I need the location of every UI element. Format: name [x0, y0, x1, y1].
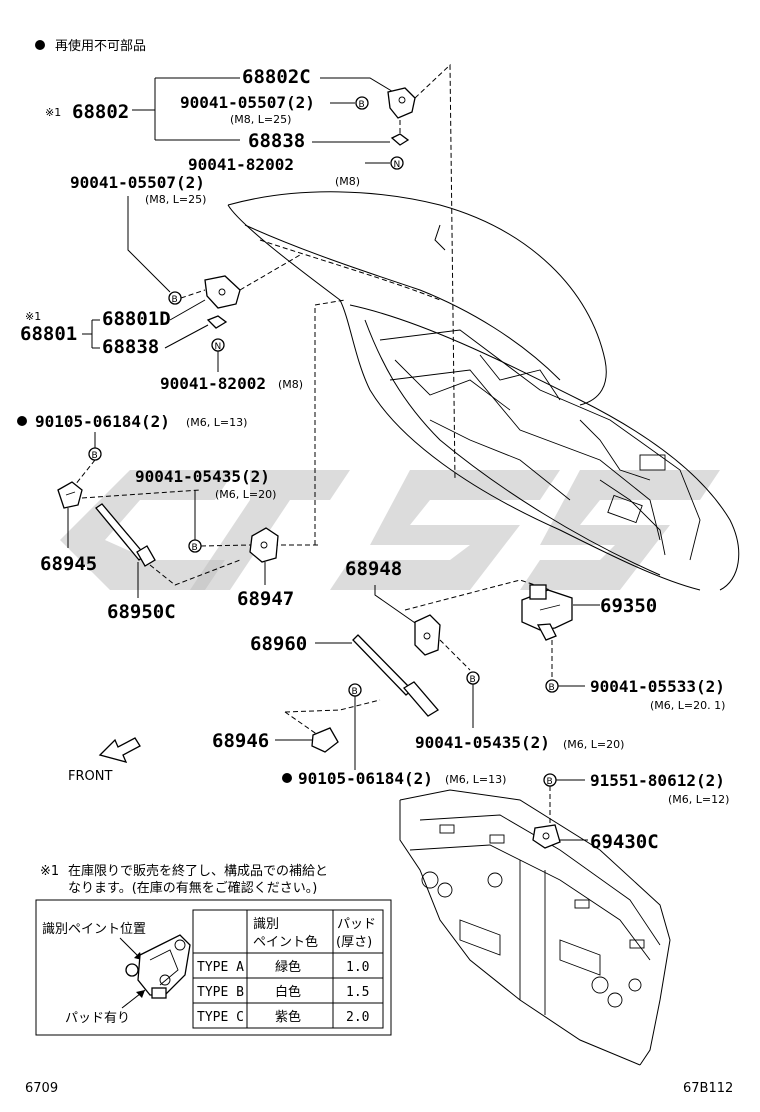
note-line-1: 在庫限りで販売を終了し、構成品での補給と — [68, 863, 328, 879]
mark-68802: ※1 — [45, 106, 61, 119]
row-c-color: 紫色 — [275, 1009, 301, 1025]
header-pad-2: (厚さ) — [336, 935, 372, 950]
svg-text:N: N — [215, 342, 222, 352]
label-69350: 69350 — [600, 595, 657, 617]
label-69430C: 69430C — [590, 831, 659, 853]
hinge-68801D-icon — [204, 275, 241, 329]
striker-69430C-icon — [532, 824, 561, 849]
label-bolt-1: 90041-05507(2) — [180, 93, 315, 112]
bracket-68948-icon — [414, 614, 441, 656]
label-screw-1-spec: (M6, L=13) — [186, 416, 247, 429]
row-a-type: TYPE A — [197, 960, 244, 975]
nut-marker-icon — [390, 156, 404, 170]
label-68801D: 68801D — [102, 308, 171, 330]
label-68838-top: 68838 — [248, 130, 305, 152]
label-68945: 68945 — [40, 553, 97, 575]
label-bolt-1-spec: (M8, L=25) — [230, 113, 291, 126]
bullet-icon — [35, 40, 45, 50]
row-b-type: TYPE B — [197, 985, 244, 1000]
label-bolt-3-spec: (M6, L=20) — [215, 488, 276, 501]
label-bolt-6: 91551-80612(2) — [590, 771, 725, 790]
front-arrow-icon — [98, 737, 141, 763]
strut-68960-icon — [352, 634, 439, 717]
label-bolt-4: 90041-05533(2) — [590, 677, 725, 696]
row-c-type: TYPE C — [197, 1010, 244, 1025]
strut-68950C-icon — [95, 503, 156, 567]
label-68950C: 68950C — [107, 601, 176, 623]
label-front: FRONT — [68, 769, 112, 784]
svg-text:B: B — [470, 675, 476, 685]
label-bolt-5-spec: (M6, L=20) — [563, 738, 624, 751]
header-paint-1: 識別 — [253, 917, 279, 932]
label-bolt-2-spec: (M8, L=25) — [145, 193, 206, 206]
label-nut-1: 90041-82002 — [188, 155, 294, 174]
label-nut-2-spec: (M8) — [278, 378, 303, 391]
footer-right-code: 67B112 — [683, 1081, 733, 1096]
svg-text:B: B — [359, 100, 365, 110]
row-a-color: 緑色 — [275, 959, 301, 975]
svg-text:B: B — [547, 777, 553, 787]
label-bolt-5: 90041-05435(2) — [415, 733, 550, 752]
label-bolt-6-spec: (M6, L=12) — [668, 793, 729, 806]
svg-text:B: B — [192, 543, 198, 553]
header-paint-2: ペイント色 — [253, 934, 318, 950]
label-68838-left: 68838 — [102, 336, 159, 358]
legend-text: 再使用不可部品 — [55, 38, 146, 54]
bracket-68947-icon — [249, 527, 279, 563]
svg-text:B: B — [549, 683, 555, 693]
hinge-68802C-icon — [387, 87, 416, 146]
label-nut-2: 90041-82002 — [160, 374, 266, 393]
svg-text:B: B — [352, 687, 358, 697]
row-c-pad: 2.0 — [346, 1010, 369, 1025]
note-mark: ※1 — [40, 864, 59, 879]
row-b-pad: 1.5 — [346, 985, 369, 1000]
inset-paint-label: 識別ペイント位置 — [42, 922, 146, 937]
mark-68801: ※1 — [25, 310, 41, 323]
svg-text:N: N — [394, 160, 401, 170]
inset-pad-label: パッド有り — [65, 1011, 130, 1026]
bracket-68945-icon — [57, 481, 83, 509]
label-bolt-4-spec: (M6, L=20. 1) — [650, 699, 725, 712]
label-screw-2-spec: (M6, L=13) — [445, 773, 506, 786]
label-bolt-3: 90041-05435(2) — [135, 467, 270, 486]
label-nut-1-spec: (M8) — [335, 175, 360, 188]
label-bolt-2: 90041-05507(2) — [70, 173, 205, 192]
bullet-icon-s1 — [17, 416, 27, 426]
label-68946: 68946 — [212, 730, 269, 752]
svg-text:B: B — [172, 295, 178, 305]
bullet-icon-s2 — [282, 773, 292, 783]
label-screw-2: 90105-06184(2) — [298, 769, 433, 788]
label-68947: 68947 — [237, 588, 294, 610]
label-68802: 68802 — [72, 101, 129, 123]
label-screw-1: 90105-06184(2) — [35, 412, 170, 431]
label-68960: 68960 — [250, 633, 307, 655]
bracket-68946-icon — [311, 727, 339, 753]
note-line-2: なります。(在庫の有無をご確認ください。) — [68, 880, 317, 896]
header-pad-1: パッド — [337, 917, 376, 932]
hinge-detail-icon — [125, 934, 191, 999]
trunk-lid — [227, 191, 740, 591]
lock-69350-icon — [521, 584, 573, 641]
row-a-pad: 1.0 — [346, 960, 369, 975]
label-68948: 68948 — [345, 558, 402, 580]
footer-left-code: 6709 — [25, 1081, 58, 1096]
svg-text:B: B — [92, 451, 98, 461]
row-b-color: 白色 — [275, 984, 301, 1000]
inset-box — [35, 899, 392, 1036]
bolt-marker-icon — [355, 96, 369, 110]
paint-table: 識別 ペイント色 パッド (厚さ) TYPE A 緑色 1.0 TYPE B 白… — [192, 909, 384, 1029]
label-68801: 68801 — [20, 323, 77, 345]
label-68802C: 68802C — [242, 66, 311, 88]
back-panel — [399, 789, 671, 1066]
